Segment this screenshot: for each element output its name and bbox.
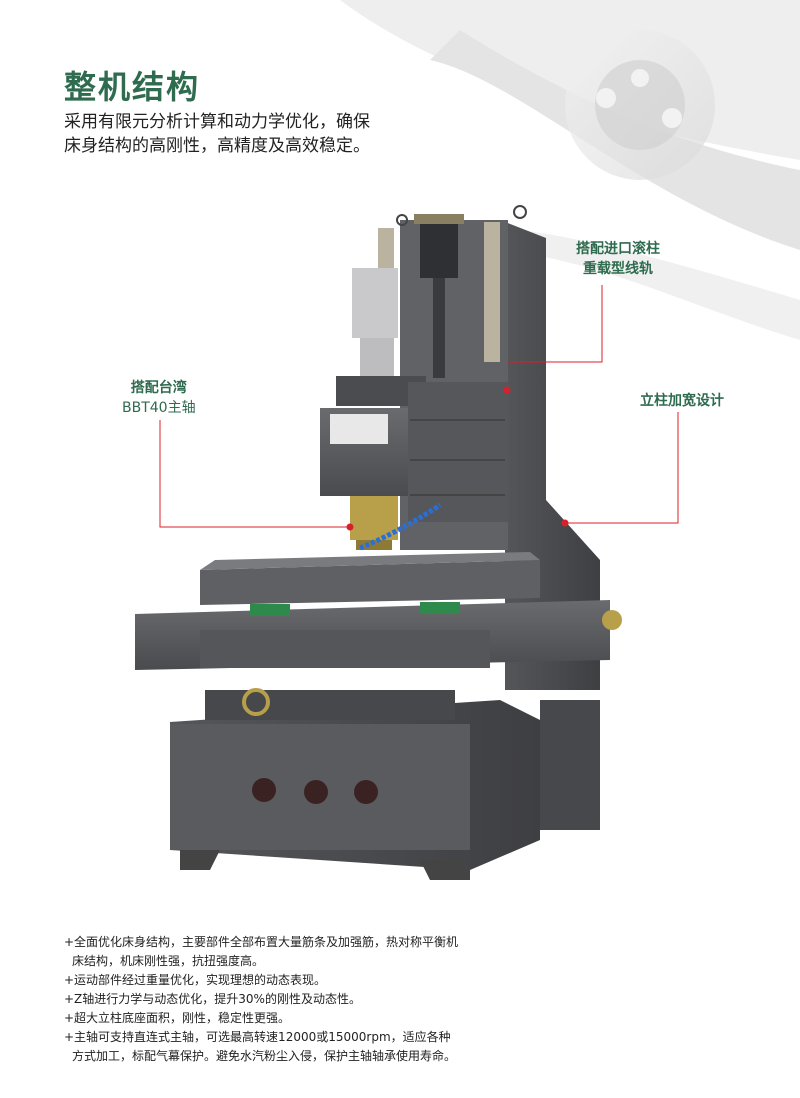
ball-screw xyxy=(433,278,445,378)
background-swoosh xyxy=(340,0,800,340)
z-motor-cap xyxy=(414,214,464,224)
spindle-motor-shaft xyxy=(360,338,394,378)
lifting-eye xyxy=(513,205,527,219)
callout-line-column xyxy=(565,412,679,524)
callout-column: 立柱加宽设计 xyxy=(640,391,724,411)
feature-item-continued: 方式加工，标配气幕保护。避免水汽粉尘入侵，保护主轴轴承使用寿命。 xyxy=(72,1049,457,1063)
callout-line-rails xyxy=(507,285,603,363)
callout-line: BBT40主轴 xyxy=(122,400,196,416)
feature-item: +超大立柱底座面积，刚性，稳定性更强。 xyxy=(64,1011,291,1025)
spindle-motor xyxy=(352,268,398,338)
callout-spindle: 搭配台湾 BBT40主轴 xyxy=(122,378,196,418)
feature-item: +运动部件经过重量优化，实现理想的动态表现。 xyxy=(64,973,327,987)
subtitle-line: 床身结构的高刚性，高精度及高效稳定。 xyxy=(64,136,370,156)
base-hole xyxy=(304,780,328,804)
saddle-face xyxy=(200,630,490,668)
callout-dot xyxy=(503,386,511,394)
column-rail-right xyxy=(484,222,500,362)
callout-line: 搭配台湾 xyxy=(130,380,187,396)
callout-line-spindle xyxy=(159,420,350,528)
callout-line: 立柱加宽设计 xyxy=(640,393,724,409)
base-hole xyxy=(252,778,276,802)
callout-line: 重载型线轨 xyxy=(583,261,653,277)
lifting-eye xyxy=(396,214,408,226)
callout-linear-rails: 搭配进口滚柱 重载型线轨 xyxy=(576,239,660,279)
feature-item: +主轴可支持直连式主轴，可选最高转速12000或15000rpm，适应各种 xyxy=(64,1030,451,1044)
z-motor xyxy=(420,218,458,278)
saddle-ribs xyxy=(408,382,508,522)
callout-line: 搭配进口滚柱 xyxy=(576,241,660,257)
callout-dot xyxy=(346,523,354,531)
spindle-nose xyxy=(350,496,398,540)
lifting-eye xyxy=(242,688,270,716)
base-hole xyxy=(354,780,378,804)
feature-list: +全面优化床身结构，主要部件全部布置大量筋条及加强筋，热对称平衡机 床结构，机床… xyxy=(64,933,764,1066)
subtitle-line: 采用有限元分析计算和动力学优化，确保 xyxy=(64,112,370,132)
page-title: 整机结构 xyxy=(64,68,201,106)
callout-dot xyxy=(561,519,569,527)
headstock-label xyxy=(330,414,388,444)
machine-illustration xyxy=(135,205,679,880)
feature-item: +全面优化床身结构，主要部件全部布置大量筋条及加强筋，热对称平衡机 xyxy=(64,935,459,949)
feature-item-continued: 床结构，机床刚性强，抗扭强度高。 xyxy=(72,954,265,968)
page-subtitle: 采用有限元分析计算和动力学优化，确保 床身结构的高刚性，高精度及高效稳定。 xyxy=(64,110,444,158)
feature-item: +Z轴进行力学与动态优化，提升30%的刚性及动态性。 xyxy=(64,992,361,1006)
work-table xyxy=(200,560,540,605)
